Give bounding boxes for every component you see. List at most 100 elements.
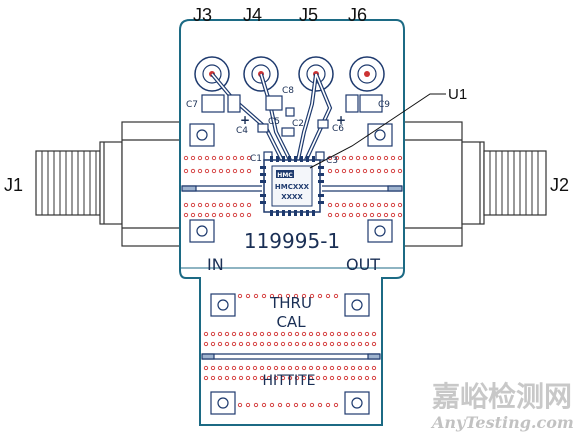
ref-c6: C6	[332, 124, 344, 134]
via	[371, 365, 377, 371]
via	[239, 155, 245, 161]
via	[329, 331, 335, 337]
via	[364, 341, 370, 347]
via	[329, 365, 335, 371]
ref-c5: C5	[268, 117, 280, 127]
via	[390, 212, 396, 218]
via	[232, 155, 238, 161]
via	[183, 212, 189, 218]
via	[238, 375, 244, 381]
via	[246, 155, 252, 161]
ic-marking-line3: XXXX	[281, 193, 303, 201]
via	[190, 212, 196, 218]
label-in: IN	[207, 255, 224, 274]
label-j2: J2	[550, 175, 569, 195]
via	[308, 375, 314, 381]
via	[237, 293, 243, 299]
via	[217, 341, 223, 347]
via	[252, 331, 258, 337]
via	[362, 212, 368, 218]
via	[371, 375, 377, 381]
via	[334, 155, 340, 161]
via	[343, 365, 349, 371]
via	[253, 402, 259, 408]
via	[336, 341, 342, 347]
via	[343, 341, 349, 347]
via	[277, 293, 283, 299]
via	[210, 331, 216, 337]
via	[336, 365, 342, 371]
via	[218, 202, 224, 208]
via	[334, 212, 340, 218]
via	[315, 341, 321, 347]
via	[269, 293, 275, 299]
via	[348, 202, 354, 208]
via	[253, 293, 259, 299]
via	[355, 155, 361, 161]
via	[266, 365, 272, 371]
part-number: 119995-1	[244, 229, 340, 253]
via	[301, 402, 307, 408]
label-j3: J3	[193, 5, 212, 25]
via	[273, 341, 279, 347]
via	[246, 202, 252, 208]
via	[287, 331, 293, 337]
ref-c3: C3	[326, 156, 338, 166]
via	[348, 155, 354, 161]
via	[210, 375, 216, 381]
via	[266, 375, 272, 381]
via	[322, 331, 328, 337]
ref-c9: C9	[378, 100, 390, 110]
sma-connector-right	[403, 121, 547, 247]
label-u1: U1	[448, 86, 467, 103]
via	[246, 212, 252, 218]
via	[357, 365, 363, 371]
label-thru: THRU	[269, 294, 312, 312]
via	[183, 155, 189, 161]
via	[280, 365, 286, 371]
via	[362, 202, 368, 208]
via	[203, 331, 209, 337]
via	[397, 155, 403, 161]
via	[390, 168, 396, 174]
polarity-mark-left: +	[240, 113, 250, 127]
ic-marking-line1: HMC	[277, 172, 293, 179]
label-j6: J6	[348, 5, 367, 25]
via	[218, 168, 224, 174]
via	[225, 168, 231, 174]
via	[246, 168, 252, 174]
via	[273, 365, 279, 371]
via	[231, 375, 237, 381]
via	[197, 168, 203, 174]
via	[245, 402, 251, 408]
via	[238, 341, 244, 347]
via	[231, 365, 237, 371]
via	[301, 331, 307, 337]
via	[252, 365, 258, 371]
via	[210, 365, 216, 371]
capacitor-pads	[201, 94, 383, 161]
polarity-mark-right: +	[336, 113, 346, 127]
via	[287, 365, 293, 371]
via	[343, 375, 349, 381]
via	[238, 365, 244, 371]
via	[327, 168, 333, 174]
via	[245, 375, 251, 381]
via	[383, 168, 389, 174]
via	[269, 402, 275, 408]
via	[218, 155, 224, 161]
via	[232, 202, 238, 208]
via	[266, 341, 272, 347]
via	[183, 202, 189, 208]
via	[336, 375, 342, 381]
via	[376, 202, 382, 208]
ref-c8: C8	[282, 86, 294, 96]
via	[204, 168, 210, 174]
via	[341, 212, 347, 218]
via	[357, 331, 363, 337]
label-j4: J4	[243, 5, 262, 25]
via	[329, 341, 335, 347]
ref-c7: C7	[186, 100, 198, 110]
ic-marking-line2: HMCXXX	[275, 183, 310, 191]
via	[217, 365, 223, 371]
